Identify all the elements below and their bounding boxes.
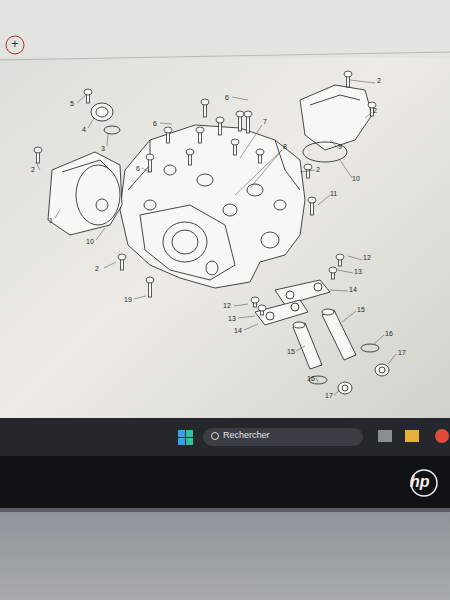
callout-number: 7 [263, 118, 267, 125]
bolt-head [251, 297, 259, 303]
callout-number: 2 [373, 107, 377, 114]
bolt-head [304, 164, 312, 170]
bolt-head [258, 305, 266, 311]
callout-number: 1 [49, 217, 53, 224]
ui-text: Rechercher [223, 431, 270, 440]
bolt-head [201, 99, 209, 105]
callout-number: 11 [330, 190, 337, 197]
callout-number: 16 [307, 375, 315, 382]
bolt-head [186, 149, 194, 155]
bolt-head [336, 254, 344, 260]
callout-number: 16 [385, 330, 393, 337]
callout-number: 15 [357, 306, 365, 313]
callout-number: 2 [31, 166, 35, 173]
callout-number: 6 [225, 94, 229, 101]
callout-number: 13 [228, 315, 236, 322]
callout-number: 8 [283, 143, 287, 150]
callout-number: 6 [136, 165, 140, 172]
callout-number: 2 [95, 265, 99, 272]
callout-number: 5 [70, 100, 74, 107]
bolt-head [84, 89, 92, 95]
callout-number: 19 [124, 296, 132, 303]
bolt-head [118, 254, 126, 260]
bolt-head [34, 147, 42, 153]
callout-number: 10 [352, 175, 360, 182]
callout-number: 15 [287, 348, 295, 355]
callout-number: 2 [377, 77, 381, 84]
bolt-head [196, 127, 204, 133]
callout-number: 3 [101, 145, 105, 152]
callout-number: 12 [223, 302, 231, 309]
callout-number: 12 [363, 254, 371, 261]
callout-number: 9 [338, 143, 342, 150]
bolt-head [244, 111, 252, 117]
bolt-head [344, 71, 352, 77]
ui-text: hp [410, 474, 430, 490]
bolt-head [146, 154, 154, 160]
callout-number: 10 [86, 238, 94, 245]
callout-number: 13 [354, 268, 362, 275]
bolt-head [146, 277, 154, 283]
callout-number: 2 [316, 166, 320, 173]
zoom-icon: + [11, 37, 19, 50]
bolt-head [256, 149, 264, 155]
bolt-head [308, 197, 316, 203]
callout-number: 14 [349, 286, 357, 293]
callout-number: 4 [82, 126, 86, 133]
callout-number: 17 [398, 349, 406, 356]
callout-number: 17 [325, 392, 333, 399]
callout-number: 6 [153, 120, 157, 127]
callout-number: 14 [234, 327, 242, 334]
bolt-head [236, 111, 244, 117]
bolt-head [216, 117, 224, 123]
bolt-head [164, 127, 172, 133]
bolt-head [329, 267, 337, 273]
bolt-shank [247, 115, 250, 133]
bolt-head [231, 139, 239, 145]
